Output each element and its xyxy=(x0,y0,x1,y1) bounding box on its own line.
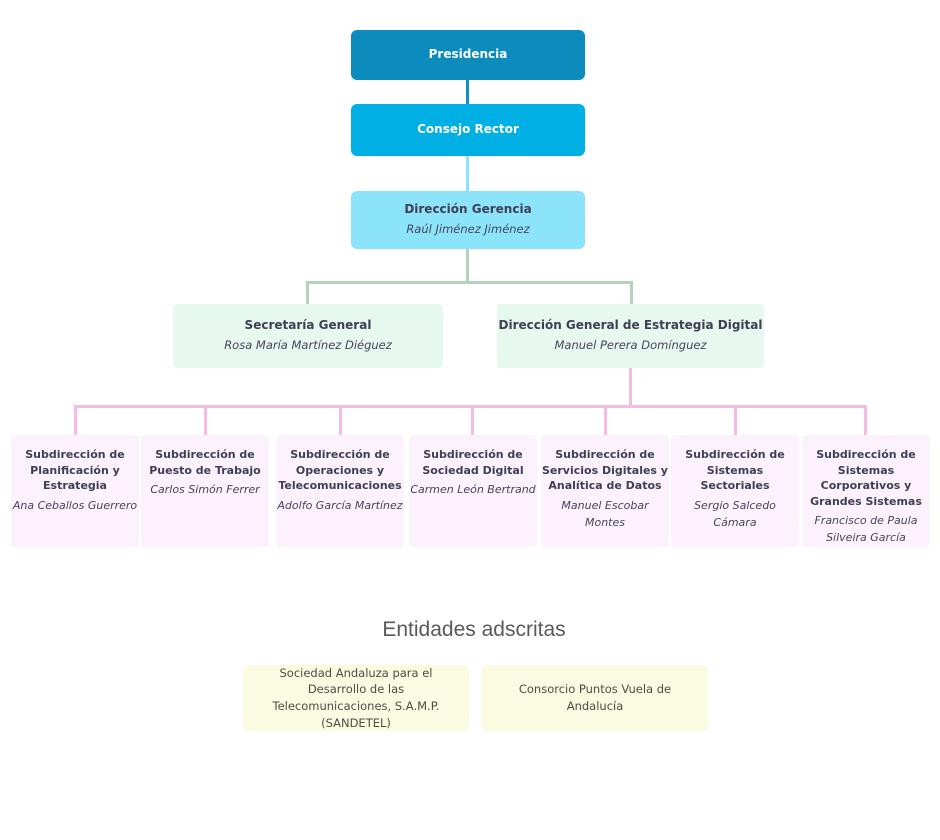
connector-level5-horizontal xyxy=(74,405,867,408)
connector-consejo-gerencia xyxy=(466,156,469,191)
subdireccion-title: Subdirección de Sistemas Sectoriales xyxy=(685,448,785,492)
connector-stub-subdireccion-2 xyxy=(204,405,207,435)
connector-stub-subdireccion-7 xyxy=(864,405,867,435)
connector-estrategia-down xyxy=(629,368,632,405)
subdireccion-title: Subdirección de Sistemas Corporativos y … xyxy=(810,448,922,508)
subdireccion-name: Ana Ceballos Guerrero xyxy=(12,498,138,512)
connector-level4-horizontal xyxy=(306,281,633,284)
subdireccion-title: Subdirección de Sociedad Digital xyxy=(422,448,524,477)
subdireccion-title: Subdirección de Servicios Digitales y An… xyxy=(542,448,668,492)
org-box-subdireccion-servicios-digitales: Subdirección de Servicios Digitales y An… xyxy=(541,435,669,547)
connector-presidencia-consejo xyxy=(466,80,469,104)
org-box-subdireccion-sociedad-digital: Subdirección de Sociedad Digital Carmen … xyxy=(409,435,537,547)
org-box-estrategia-digital: Dirección General de Estrategia Digital … xyxy=(497,304,764,368)
connector-stub-secretaria xyxy=(306,281,309,304)
org-box-subdireccion-planificacion: Subdirección de Planificación y Estrateg… xyxy=(11,435,139,547)
direccion-gerencia-name: Raúl Jiménez Jiménez xyxy=(406,222,530,237)
consejo-rector-title: Consejo Rector xyxy=(417,122,519,137)
presidencia-title: Presidencia xyxy=(428,47,508,62)
connector-stub-subdireccion-5 xyxy=(604,405,607,435)
subdireccion-name: Carlos Simón Ferrer xyxy=(150,483,260,496)
connector-stub-subdireccion-4 xyxy=(471,405,474,435)
connector-gerencia-down xyxy=(466,249,469,281)
org-box-presidencia: Presidencia xyxy=(351,30,585,80)
org-box-subdireccion-operaciones: Subdirección de Operaciones y Telecomuni… xyxy=(276,435,404,547)
connector-stub-subdireccion-1 xyxy=(74,405,77,435)
connector-stub-estrategia xyxy=(630,281,633,304)
entity-label: Consorcio Puntos Vuela de Andalucía xyxy=(518,682,672,713)
org-box-consejo-rector: Consejo Rector xyxy=(351,104,585,156)
subdireccion-name: Francisco de Paula Silveira García xyxy=(814,514,918,544)
org-box-subdireccion-sistemas-sectoriales: Subdirección de Sistemas Sectoriales Ser… xyxy=(671,435,799,547)
entity-box-sandetel: Sociedad Andaluza para el Desarrollo de … xyxy=(243,665,469,731)
direccion-gerencia-title: Dirección Gerencia xyxy=(404,201,532,216)
subdireccion-title: Subdirección de Planificación y Estrateg… xyxy=(25,448,125,492)
subdireccion-name: Sergio Salcedo Cámara xyxy=(694,498,776,529)
org-box-direccion-gerencia: Dirección Gerencia Raúl Jiménez Jiménez xyxy=(351,191,585,249)
org-box-subdireccion-sistemas-corporativos: Subdirección de Sistemas Corporativos y … xyxy=(802,435,930,547)
subdireccion-name: Adolfo García Martínez xyxy=(277,498,403,512)
subdireccion-title: Subdirección de Operaciones y Telecomuni… xyxy=(278,448,402,492)
subdireccion-name: Carmen León Bertrand xyxy=(410,483,536,496)
connector-stub-subdireccion-6 xyxy=(734,405,737,435)
estrategia-digital-name: Manuel Perera Domínguez xyxy=(554,338,707,353)
entity-label: Sociedad Andaluza para el Desarrollo de … xyxy=(272,665,440,730)
subdireccion-title: Subdirección de Puesto de Trabajo xyxy=(149,448,261,477)
subdireccion-name: Manuel Escobar Montes xyxy=(561,498,649,529)
secretaria-general-title: Secretaría General xyxy=(244,317,372,332)
connector-stub-subdireccion-3 xyxy=(339,405,342,435)
entity-box-consorcio-puntos-vuela: Consorcio Puntos Vuela de Andalucía xyxy=(482,665,708,731)
org-box-subdireccion-puesto-trabajo: Subdirección de Puesto de Trabajo Carlos… xyxy=(141,435,269,547)
estrategia-digital-title: Dirección General de Estrategia Digital xyxy=(498,317,763,332)
org-box-secretaria-general: Secretaría General Rosa María Martínez D… xyxy=(173,304,443,368)
secretaria-general-name: Rosa María Martínez Diéguez xyxy=(224,338,392,353)
entities-heading: Entidades adscritas xyxy=(382,618,566,641)
